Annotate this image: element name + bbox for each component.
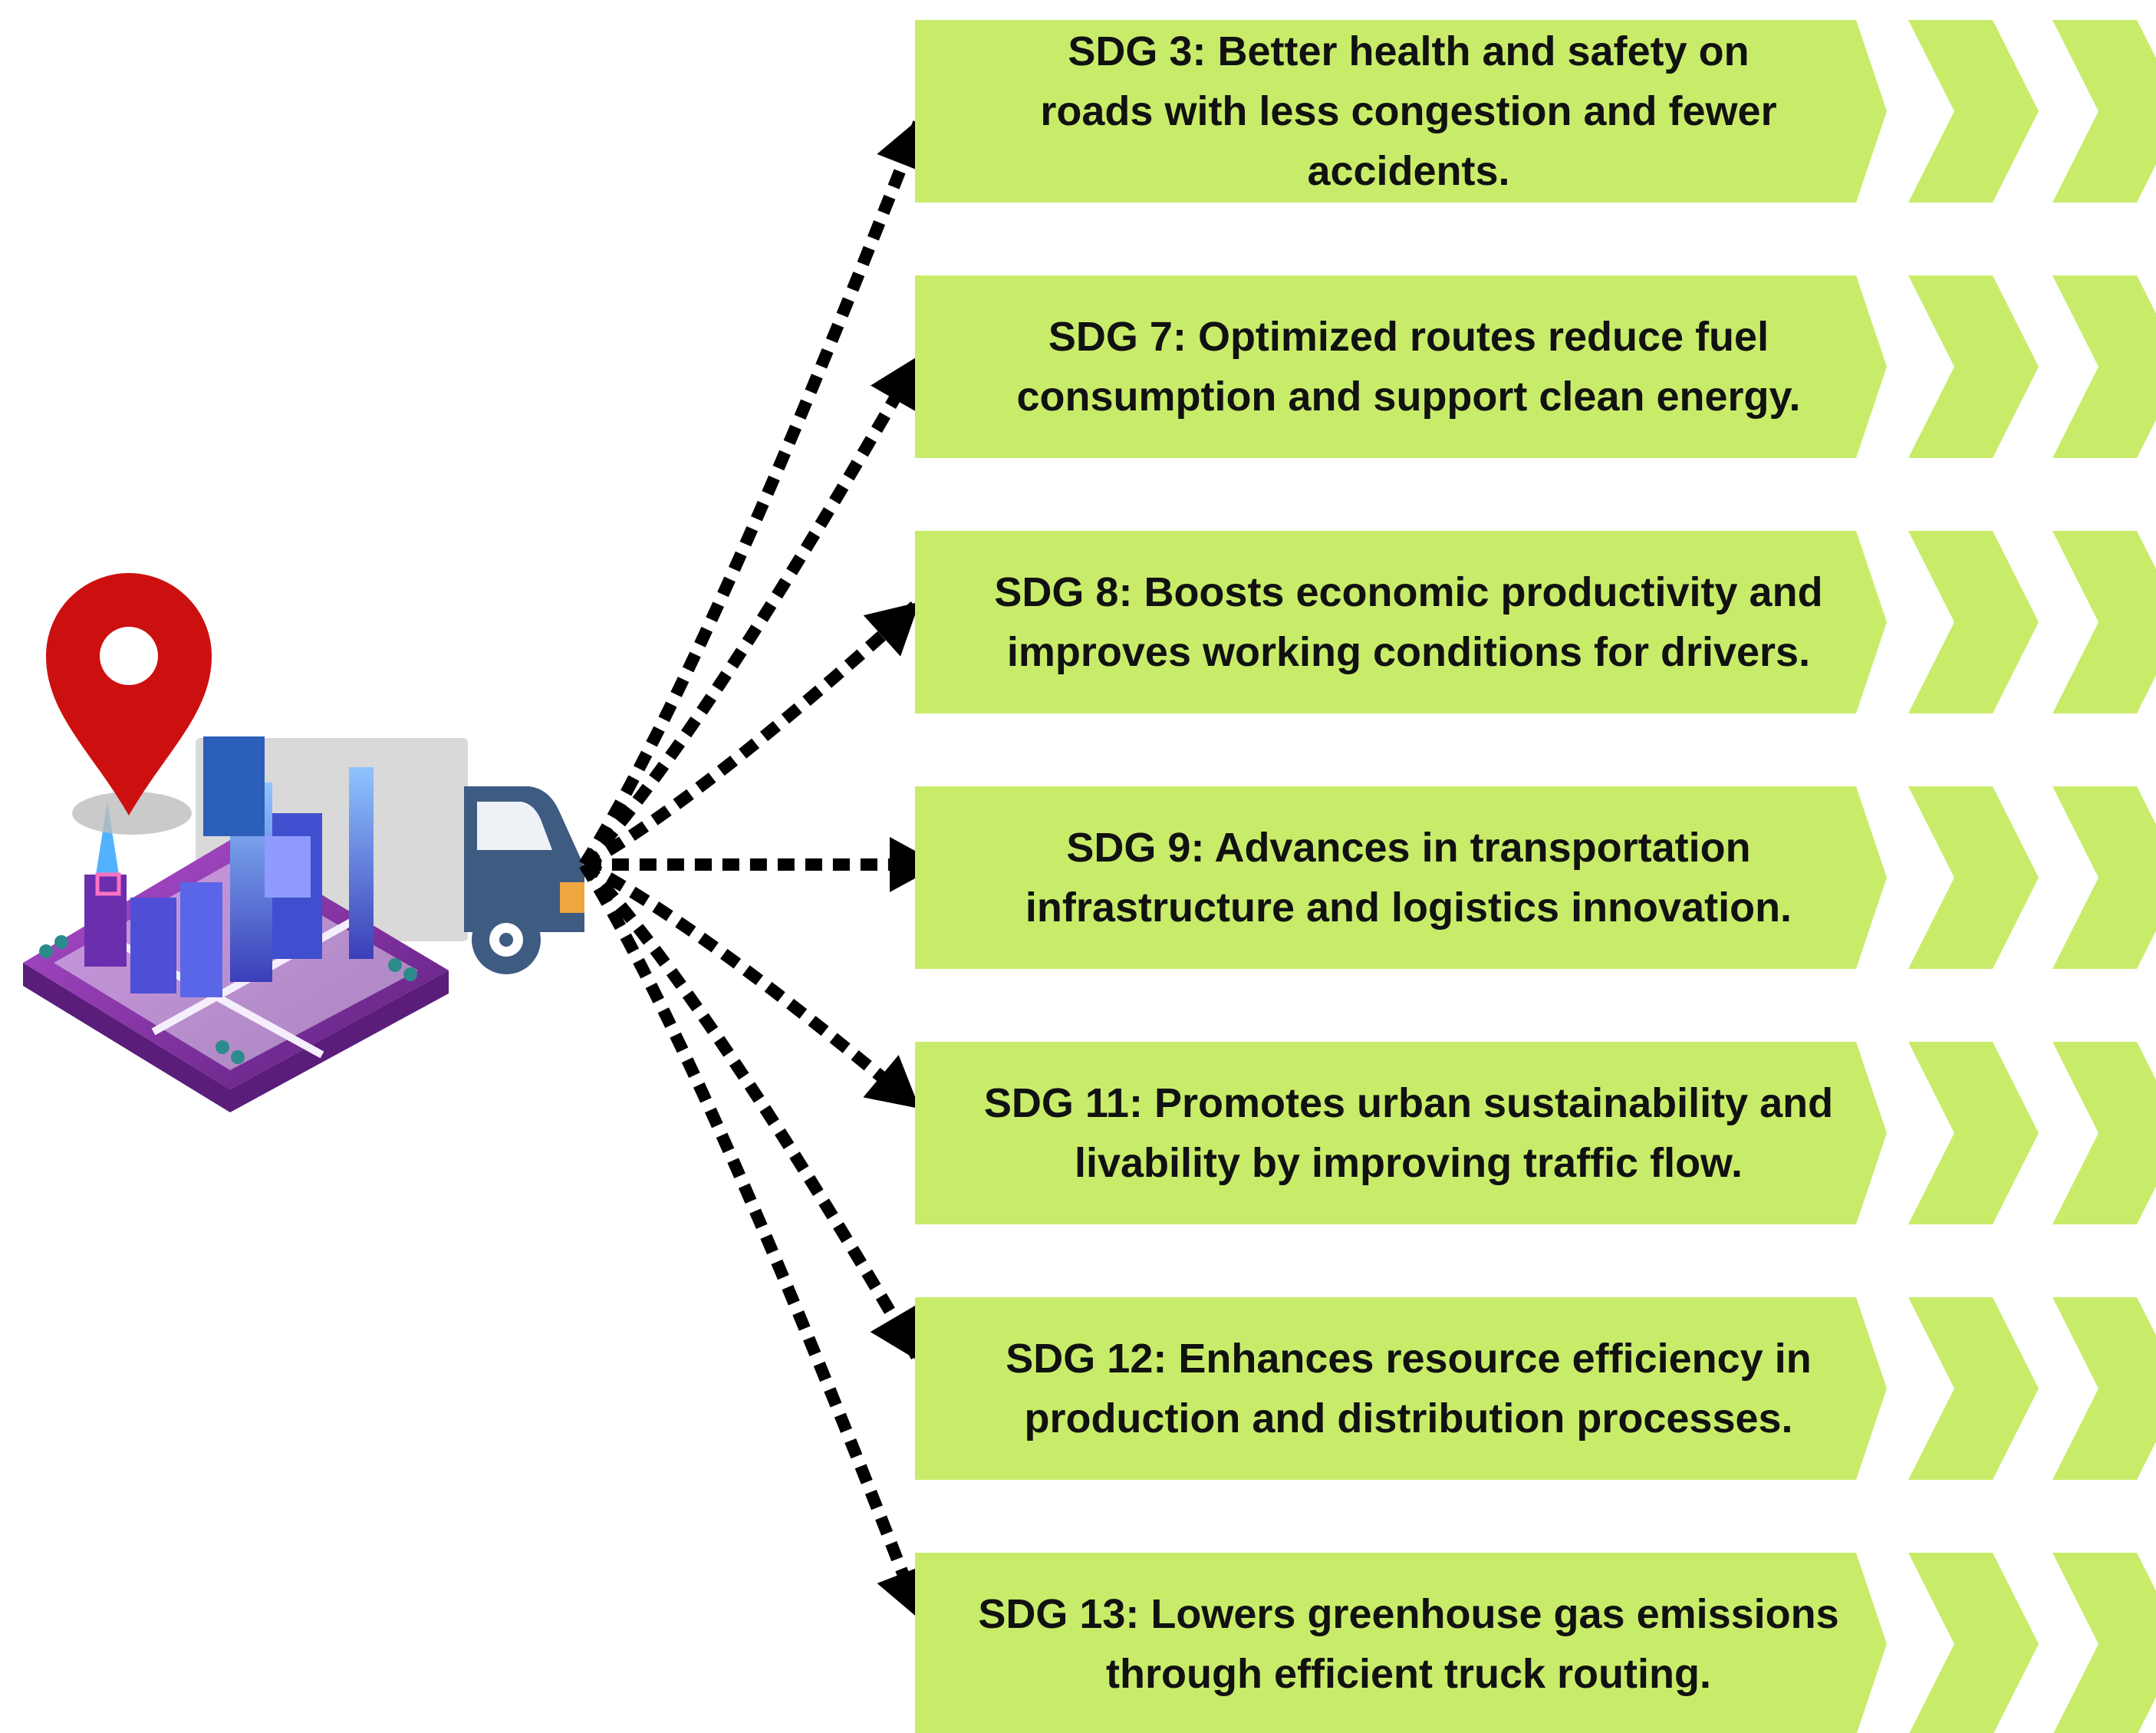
sdg-card-text-line: livability by improving traffic flow. bbox=[1075, 1140, 1743, 1186]
double-chevron-icon bbox=[1908, 20, 2039, 203]
sdg-card-text-line: consumption and support clean energy. bbox=[1016, 374, 1800, 420]
sdg-card-text-line: SDG 12: Enhances resource efficiency in bbox=[1006, 1336, 1811, 1382]
sdg-card-text-line: SDG 9: Advances in transportation bbox=[1066, 825, 1750, 871]
connector-arrows bbox=[579, 117, 940, 1621]
city-base-side bbox=[23, 963, 449, 1112]
location-pin-icon bbox=[46, 573, 212, 815]
double-chevron-icon bbox=[2052, 531, 2156, 713]
double-chevron-icon bbox=[1908, 1553, 2039, 1733]
connector-arrow-sdg7 bbox=[580, 357, 922, 869]
sdg-card-shape bbox=[915, 1553, 1887, 1733]
sdg-card-text-line: SDG 13: Lowers greenhouse gas emissions bbox=[978, 1591, 1838, 1637]
connector-arrow-sdg11 bbox=[581, 858, 920, 1110]
sdg-card-text-line: SDG 8: Boosts economic productivity and bbox=[994, 569, 1822, 615]
sdg-card-shape bbox=[915, 1042, 1887, 1224]
sdg-card-text-line: infrastructure and logistics innovation. bbox=[1025, 885, 1792, 931]
double-chevron-icon bbox=[1908, 1297, 2039, 1480]
connector-arrow-sdg12 bbox=[580, 860, 922, 1360]
connector-arrowhead bbox=[870, 355, 920, 413]
sdg-card-sdg12: SDG 12: Enhances resource efficiency in p… bbox=[915, 1297, 2156, 1480]
smart-city-truck-icon bbox=[23, 573, 584, 1112]
double-chevron-icon bbox=[1908, 531, 2039, 713]
double-chevron-icon bbox=[2052, 1042, 2156, 1224]
sdg-card-text-line: roads with less congestion and fewer bbox=[1040, 88, 1776, 134]
sdg-card-text-line: SDG 11: Promotes urban sustainability an… bbox=[984, 1080, 1833, 1126]
double-chevron-icon bbox=[2052, 1297, 2156, 1480]
sdg-card-shape bbox=[915, 786, 1887, 969]
sdg-card-text-line: through efficient truck routing. bbox=[1106, 1651, 1711, 1697]
sdg-card-list: SDG 3: Better health and safety on roads … bbox=[915, 20, 2156, 1733]
connector-arrow-sdg13 bbox=[579, 861, 925, 1617]
sdg-card-text-line: improves working conditions for drivers. bbox=[1007, 629, 1810, 675]
sdg-card-shape bbox=[915, 20, 1887, 203]
truck-bumper bbox=[560, 882, 584, 913]
sdg-card-text-line: accidents. bbox=[1307, 148, 1509, 194]
double-chevron-icon bbox=[2052, 786, 2156, 969]
double-chevron-icon bbox=[1908, 1042, 2039, 1224]
sdg-card-sdg8: SDG 8: Boosts economic productivity and i… bbox=[915, 531, 2156, 713]
connector-arrow-sdg3 bbox=[579, 120, 925, 868]
sdg-card-sdg9: SDG 9: Advances in transportation infrast… bbox=[915, 786, 2156, 969]
connector-arrow-sdg8 bbox=[581, 601, 920, 870]
sdg-card-shape bbox=[915, 531, 1887, 713]
sdg-card-shape bbox=[915, 275, 1887, 458]
connector-arrowhead bbox=[870, 1303, 920, 1362]
double-chevron-icon bbox=[1908, 786, 2039, 969]
sdg-card-text-line: SDG 3: Better health and safety on bbox=[1068, 28, 1749, 74]
sdg-card-shape bbox=[915, 1297, 1887, 1480]
sdg-card-sdg13: SDG 13: Lowers greenhouse gas emissions t… bbox=[915, 1553, 2156, 1733]
sdg-card-text-line: production and distribution processes. bbox=[1024, 1395, 1792, 1441]
sdg-card-sdg3: SDG 3: Better health and safety on roads … bbox=[915, 20, 2156, 203]
truck-window bbox=[477, 802, 552, 850]
double-chevron-icon bbox=[2052, 20, 2156, 203]
double-chevron-icon bbox=[2052, 1553, 2156, 1733]
connector-arrowhead bbox=[863, 601, 920, 657]
double-chevron-icon bbox=[2052, 275, 2156, 458]
sdg-card-sdg7: SDG 7: Optimized routes reduce fuel consu… bbox=[915, 275, 2156, 458]
connector-arrowhead bbox=[863, 1055, 920, 1109]
double-chevron-icon bbox=[1908, 275, 2039, 458]
sdg-card-sdg11: SDG 11: Promotes urban sustainability an… bbox=[915, 1042, 2156, 1224]
sdg-card-text-line: SDG 7: Optimized routes reduce fuel bbox=[1048, 314, 1769, 360]
